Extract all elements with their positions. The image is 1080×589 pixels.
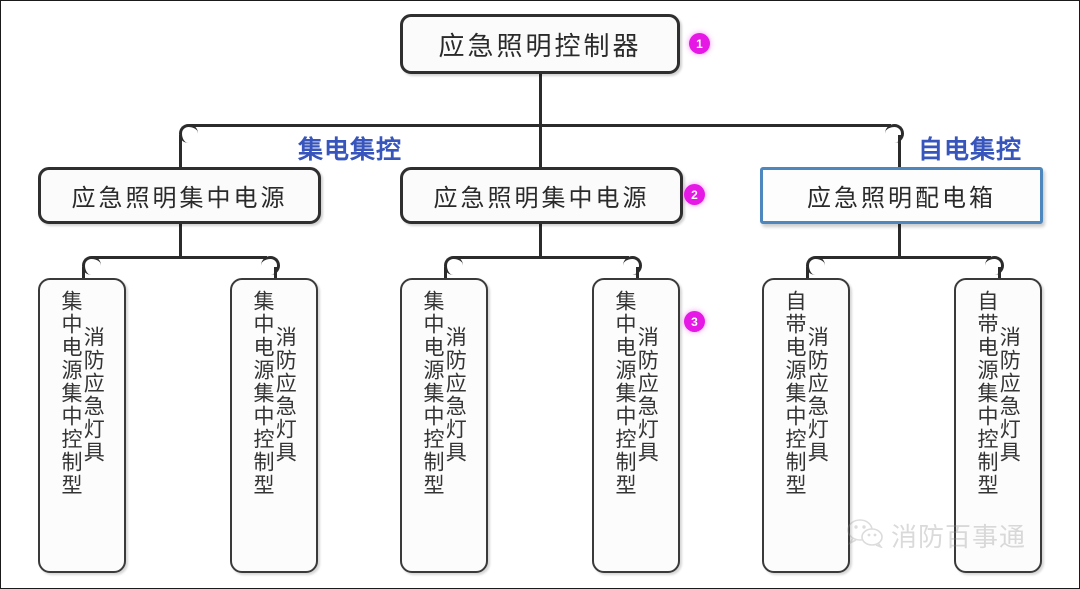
connector-g3-drop-left [806,267,809,281]
node-emergency-distribution-box[interactable]: 应急照明配电箱 [760,167,1043,224]
leaf-line-1: 消防应急灯具 [997,326,1022,464]
leaf-line-2: 集中电源集中控制型 [59,290,83,497]
leaf-line-2: 集中电源集中控制型 [251,290,275,497]
wechat-icon [847,518,884,553]
leaf-node-1[interactable]: 消防应急灯具 集中电源集中控制型 [38,278,126,573]
leaf-node-4[interactable]: 消防应急灯具 集中电源集中控制型 [592,278,680,573]
leaf-node-2[interactable]: 消防应急灯具 集中电源集中控制型 [230,278,318,573]
leaf-text-wrap: 消防应急灯具 集中电源集中控制型 [40,280,124,571]
badge-2: 2 [684,184,705,205]
connector-g1-bus [92,256,267,259]
connector-g1-drop-left [82,267,85,281]
leaf-line-1: 消防应急灯具 [443,326,468,464]
leaf-text-wrap: 消防应急灯具 集中电源集中控制型 [402,280,486,571]
leaf-line-1: 消防应急灯具 [81,326,106,464]
connector-root-down [539,74,542,126]
connector-g3-drop-right [998,267,1001,281]
connector-elbow-left [179,124,198,143]
leaf-text-wrap: 消防应急灯具 自带电源集中控制型 [956,280,1040,571]
leaf-line-1: 消防应急灯具 [805,326,830,464]
branch-label-self-contained: 自电集控 [918,136,1023,164]
leaf-line-2: 集中电源集中控制型 [613,290,637,497]
connector-g3-elbow-right [985,256,1004,275]
node-central-power-supply-left[interactable]: 应急照明集中电源 [38,167,321,224]
leaf-line-2: 自带电源集中控制型 [975,290,999,497]
node-central-power-supply-middle[interactable]: 应急照明集中电源 [400,167,683,224]
connector-g2-drop-right [636,267,639,281]
connector-g2-drop-left [444,267,447,281]
leaf-line-1: 消防应急灯具 [635,326,660,464]
leaf-line-2: 自带电源集中控制型 [783,290,807,497]
connector-g1-drop-right [274,267,277,281]
connector-g2-stem [539,224,542,258]
connector-center-drop [539,124,542,167]
connector-g3-elbow-left [806,256,825,275]
leaf-node-3[interactable]: 消防应急灯具 集中电源集中控制型 [400,278,488,573]
badge-1: 1 [689,33,710,54]
connector-g3-stem [898,224,901,258]
leaf-text-wrap: 消防应急灯具 自带电源集中控制型 [764,280,848,571]
connector-elbow-right [885,124,904,143]
leaf-node-5[interactable]: 消防应急灯具 自带电源集中控制型 [762,278,850,573]
connector-g2-elbow-right [623,256,642,275]
connector-left-drop [179,135,182,167]
node-emergency-lighting-controller[interactable]: 应急照明控制器 [400,14,680,74]
connector-g2-bus [454,256,629,259]
leaf-text-wrap: 消防应急灯具 集中电源集中控制型 [594,280,678,571]
badge-3: 3 [684,311,705,332]
leaf-line-1: 消防应急灯具 [273,326,298,464]
connector-g1-stem [179,224,182,258]
connector-g2-elbow-left [444,256,463,275]
connector-g1-elbow-right [261,256,280,275]
leaf-text-wrap: 消防应急灯具 集中电源集中控制型 [232,280,316,571]
leaf-node-6[interactable]: 消防应急灯具 自带电源集中控制型 [954,278,1042,573]
connector-right-drop [898,135,901,167]
connector-g1-elbow-left [82,256,101,275]
branch-label-centralized: 集电集控 [298,136,403,164]
leaf-line-2: 集中电源集中控制型 [421,290,445,497]
connector-g3-bus [816,256,991,259]
